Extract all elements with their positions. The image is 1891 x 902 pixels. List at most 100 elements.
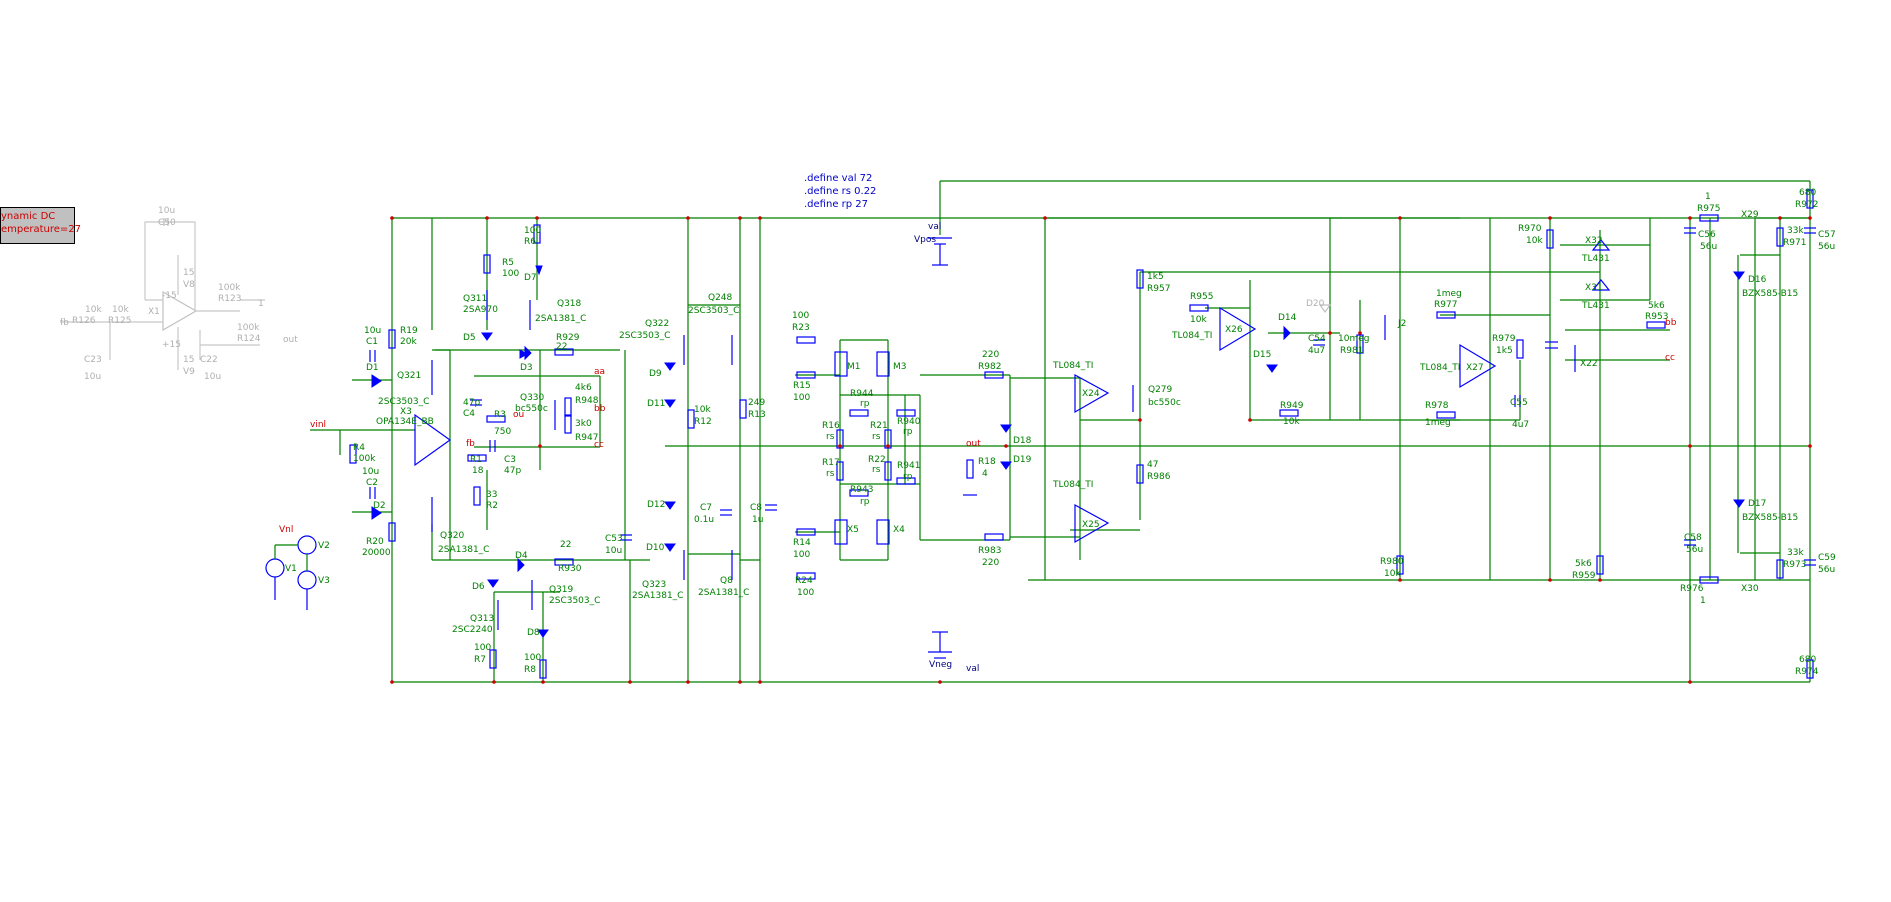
x3-type: OPA134E_BB xyxy=(376,417,434,427)
r6-value: 100 xyxy=(524,226,541,236)
r941-label: R941 xyxy=(897,461,920,471)
r23-label: R23 xyxy=(792,323,810,333)
d7-label: D7 xyxy=(524,273,537,283)
c1-label: C1 xyxy=(366,337,378,347)
r953-label: R953 xyxy=(1645,312,1668,322)
q311-label: Q311 xyxy=(463,294,487,304)
r123-label: R123 xyxy=(218,294,241,304)
r124-value: 100k xyxy=(237,323,260,333)
r940-value: rp xyxy=(903,427,913,437)
q313-type: 2SC2240 xyxy=(452,625,493,635)
r18-value: 4 xyxy=(982,469,988,479)
r21-value: rs xyxy=(872,432,881,442)
q322-label: Q322 xyxy=(645,319,669,329)
net-val-bottom: val xyxy=(966,664,979,674)
r22-label: R22 xyxy=(868,455,886,465)
r124-label: R124 xyxy=(237,334,261,344)
net-vpos: Vpos xyxy=(914,235,936,245)
net-fb: fb xyxy=(466,439,475,449)
c1-value: 10u xyxy=(364,326,381,336)
net-vinl: vinl xyxy=(310,420,326,430)
r20-value: 20000 xyxy=(362,548,391,558)
c55-value: 4u7 xyxy=(1512,420,1529,430)
j2-label: J2 xyxy=(1397,319,1406,329)
define-rs-directive[interactable]: .define rs 0.22 xyxy=(804,186,876,197)
x26-label: X26 xyxy=(1225,325,1243,335)
r980-label: R980 xyxy=(1380,557,1404,567)
r17-value: rs xyxy=(826,469,835,479)
q320-label: Q320 xyxy=(440,531,465,541)
out-grey-label: out xyxy=(283,335,298,345)
tl431-b-label: TL431 xyxy=(1581,301,1610,311)
m3-label: M3 xyxy=(893,362,907,372)
x24-type: TL084_TI xyxy=(1052,361,1093,371)
q321-type: 2SC3503_C xyxy=(378,397,429,407)
r986-label: R986 xyxy=(1147,472,1171,482)
r977-value: 1meg xyxy=(1436,289,1462,299)
q323-label: Q323 xyxy=(642,580,666,590)
analysis-mode-label: ynamic DC xyxy=(1,211,56,222)
r975-label: R975 xyxy=(1697,204,1720,214)
r15-value: 100 xyxy=(793,393,810,403)
net-vnl: Vnl xyxy=(279,525,293,535)
fb-grey-label: fb xyxy=(60,318,69,328)
c22-label: C22 xyxy=(200,355,218,365)
x32-label: X32 xyxy=(1585,236,1603,246)
opamp-x24-symbol xyxy=(1074,373,1110,414)
define-val-directive[interactable]: .define val 72 xyxy=(804,173,872,184)
r975-value: 1 xyxy=(1705,192,1711,202)
x22-label: X22 xyxy=(1580,359,1598,369)
q330-type: bc550c xyxy=(515,404,548,414)
r1-value: 18 xyxy=(472,466,484,476)
x27-label: X27 xyxy=(1466,363,1484,373)
v3-label: V3 xyxy=(318,576,330,586)
r5-value: 100 xyxy=(502,269,519,279)
q8-label: Q8 xyxy=(720,576,733,586)
r957-value: 1k5 xyxy=(1147,272,1164,282)
r1-label: R1 xyxy=(470,455,482,465)
v1-label: V1 xyxy=(285,564,297,574)
net-val-top: val xyxy=(928,222,941,232)
analysis-info-box[interactable]: ynamic DC emperature=27 xyxy=(0,207,81,244)
c8-value: 1u xyxy=(752,515,763,525)
r4-label: R4 xyxy=(353,443,365,453)
q322-type: 2SC3503_C xyxy=(619,331,670,341)
r955-value: 10k xyxy=(1190,315,1207,325)
r972-value: 680 xyxy=(1799,188,1816,198)
r23-value: 100 xyxy=(792,311,809,321)
q279-type: bc550c xyxy=(1148,398,1181,408)
r929-label: R929 xyxy=(556,333,580,343)
r970-label: R970 xyxy=(1518,224,1542,234)
r8-value: 100 xyxy=(524,653,541,663)
d18-label: D18 xyxy=(1013,436,1032,446)
c50-value: 10u xyxy=(158,206,175,216)
opamp-x25-symbol xyxy=(1074,503,1110,544)
d1-label: D1 xyxy=(366,363,379,373)
r126-label: R126 xyxy=(72,316,96,326)
r15-label: R15 xyxy=(793,381,811,391)
r971-label: R971 xyxy=(1783,238,1806,248)
r982-value: 220 xyxy=(982,350,999,360)
r8-label: R8 xyxy=(524,665,536,675)
d9-label: D9 xyxy=(649,369,662,379)
define-rp-directive[interactable]: .define rp 27 xyxy=(804,199,868,210)
v9-value: 15 xyxy=(183,355,194,365)
one-grey-label: 1 xyxy=(258,299,264,309)
r949-label: R949 xyxy=(1280,401,1304,411)
x25-label: X25 xyxy=(1082,520,1100,530)
r126-value: 10k xyxy=(85,305,102,315)
r20-label: R20 xyxy=(366,537,384,547)
r940-label: R940 xyxy=(897,417,921,427)
c3-label: C3 xyxy=(504,455,516,465)
x31-label: X31 xyxy=(1585,283,1603,293)
x25-type: TL084_TI xyxy=(1052,480,1093,490)
c23-label: C23 xyxy=(84,355,102,365)
d16-type: BZX585-B15 xyxy=(1742,289,1798,299)
x3-label: X3 xyxy=(400,407,412,417)
r971-value: 33k xyxy=(1787,226,1804,236)
q279-label: Q279 xyxy=(1148,385,1173,395)
q318-label: Q318 xyxy=(557,299,582,309)
r929-value: 22 xyxy=(556,342,567,352)
r930-label: R930 xyxy=(558,564,582,574)
